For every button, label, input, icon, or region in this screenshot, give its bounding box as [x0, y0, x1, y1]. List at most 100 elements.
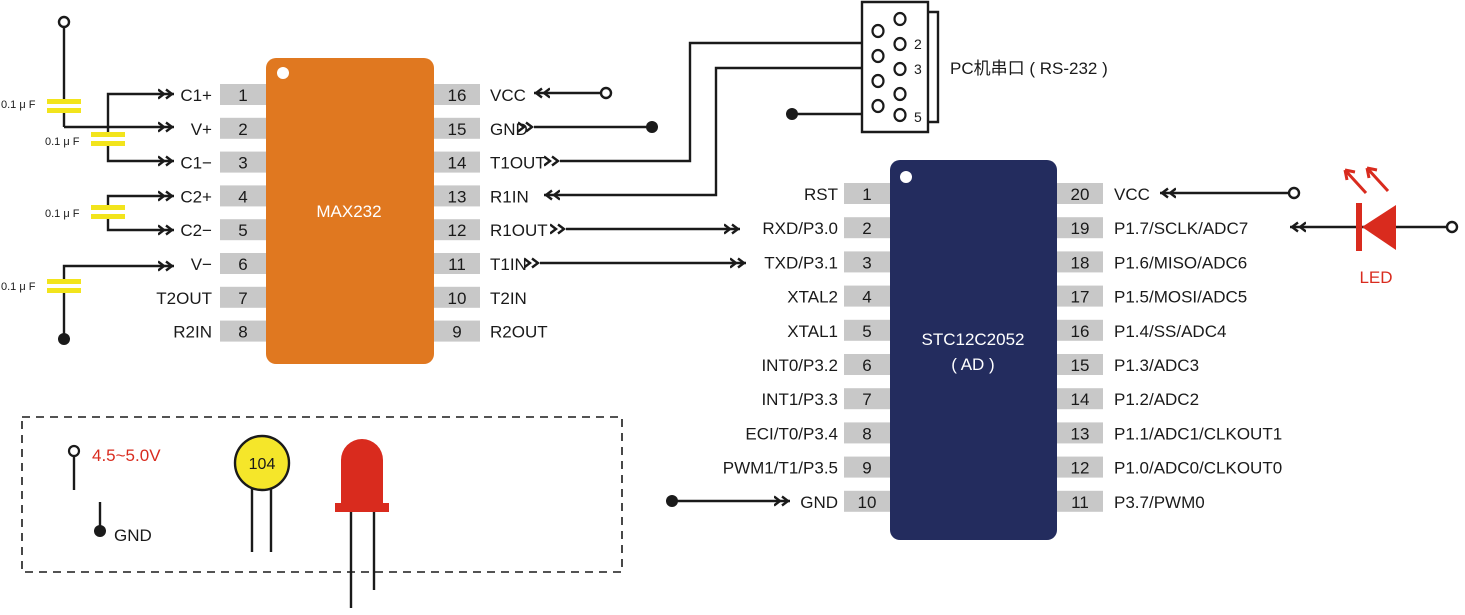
wire-vminus — [62, 266, 174, 280]
pin-label: T1OUT — [490, 154, 546, 173]
terminal-led — [1445, 220, 1459, 234]
pin-label: P1.4/SS/ADC4 — [1114, 322, 1226, 341]
pin-box — [220, 84, 266, 105]
pin-number: 19 — [1071, 219, 1090, 238]
pin-label: RXD/P3.0 — [762, 219, 838, 238]
pin-label: R2IN — [173, 323, 212, 342]
pin-label: R2OUT — [490, 323, 548, 342]
capacitor: 0.1 μ F — [45, 205, 125, 220]
capacitor-value: 0.1 μ F — [45, 208, 80, 220]
pin-number: 12 — [1071, 459, 1090, 478]
pin-label: P1.5/MOSI/ADC5 — [1114, 288, 1247, 307]
pin-label: PWM1/T1/P3.5 — [723, 459, 838, 478]
pin-label: GND — [800, 493, 838, 512]
pin-box — [220, 151, 266, 173]
pin-box — [1057, 251, 1103, 273]
pin-number: 16 — [1071, 322, 1090, 341]
pin-number: 6 — [238, 255, 247, 274]
capacitor: 0.1 μ F — [1, 279, 81, 293]
connector-pin-hole — [893, 11, 907, 27]
pin-number: 7 — [862, 390, 871, 409]
pin-box — [844, 285, 890, 307]
pin-number: 3 — [862, 253, 871, 272]
connector-label: PC机串口 ( RS-232 ) — [950, 59, 1108, 78]
led-symbol: LED — [1343, 166, 1396, 287]
legend-ceramic-capacitor: 104 — [233, 434, 291, 552]
pin-number: 4 — [238, 187, 247, 206]
pin-label: P1.0/ADC0/CLKOUT0 — [1114, 459, 1282, 478]
pin-box — [434, 185, 480, 207]
connector-pin-hole — [893, 107, 907, 123]
pin-number: 5 — [238, 221, 247, 240]
pin-label: INT0/P3.2 — [761, 356, 838, 375]
pin-number: 4 — [862, 288, 871, 307]
wire-c2minus — [106, 218, 174, 230]
pin-box — [844, 456, 890, 478]
led-emission-arrows — [1343, 166, 1390, 195]
pin-box — [1057, 217, 1103, 239]
legend-led-component — [335, 439, 389, 608]
stc-name-suffix: ( AD ) — [951, 355, 994, 374]
capacitor: 0.1 μ F — [1, 99, 81, 113]
pin-number: 2 — [862, 219, 871, 238]
pin-number: 18 — [1071, 253, 1090, 272]
pin-number: 10 — [858, 493, 877, 512]
pin-label: T2OUT — [156, 289, 212, 308]
legend-box: 4.5~5.0V GND 104 — [21, 416, 623, 608]
pin-box — [220, 185, 266, 207]
led-label: LED — [1359, 268, 1392, 287]
pin-label: P1.2/ADC2 — [1114, 390, 1199, 409]
stc-left-pins: 1RST2RXD/P3.03TXD/P3.14XTAL25XTAL16INT0/… — [723, 183, 890, 512]
stc-chip: STC12C2052 ( AD ) 1RST2RXD/P3.03TXD/P3.1… — [723, 160, 1282, 540]
pin-box — [1057, 183, 1103, 204]
connector-pin-2: 2 — [914, 36, 922, 52]
pin-label: R1IN — [490, 187, 529, 206]
pin-label: T1IN — [490, 255, 527, 274]
pin-number: 9 — [862, 459, 871, 478]
pin-box — [844, 490, 890, 512]
pin-number: 1 — [238, 86, 247, 105]
pin-label: P1.3/ADC3 — [1114, 356, 1199, 375]
pin-box — [844, 217, 890, 239]
pin-label: GND — [490, 120, 528, 139]
led-triangle — [1362, 205, 1396, 250]
pin-box — [220, 253, 266, 274]
pin-label: T2IN — [490, 289, 527, 308]
pin-box — [434, 151, 480, 173]
pin-number: 8 — [862, 424, 871, 443]
pin-box — [434, 84, 480, 105]
pin-label: INT1/P3.3 — [761, 390, 838, 409]
pin-number: 14 — [1071, 390, 1090, 409]
terminals — [57, 15, 1459, 507]
terminal-vcc-max — [599, 86, 613, 100]
pin-label: P3.7/PWM0 — [1114, 493, 1205, 512]
pin-box — [844, 388, 890, 410]
pin-label: VCC — [490, 86, 526, 105]
pin-number: 1 — [862, 185, 871, 204]
rs232-connector: 2 3 5 PC机串口 ( RS-232 ) — [860, 0, 1108, 134]
pin-box — [434, 219, 480, 241]
pin-box — [844, 251, 890, 273]
pin-number: 3 — [238, 154, 247, 173]
capacitor-value: 0.1 μ F — [45, 136, 80, 148]
pin-label: RST — [804, 185, 838, 204]
wire-c1minus — [106, 145, 174, 161]
pin-box — [434, 320, 480, 342]
gnd-dot-max — [646, 121, 658, 133]
pin-box — [844, 183, 890, 204]
pin-box — [1057, 319, 1103, 341]
pin-label: XTAL1 — [787, 322, 838, 341]
pin-label: TXD/P3.1 — [764, 253, 838, 272]
connector-pin-hole — [871, 98, 885, 114]
pin-box — [1057, 285, 1103, 307]
pin-label: ECI/T0/P3.4 — [745, 424, 838, 443]
connector-pin-hole — [893, 86, 907, 102]
pin-number: 7 — [238, 289, 247, 308]
capacitor-value: 0.1 μ F — [1, 281, 36, 293]
gnd-dot-connector — [786, 108, 798, 120]
connector-pin-3: 3 — [914, 61, 922, 77]
